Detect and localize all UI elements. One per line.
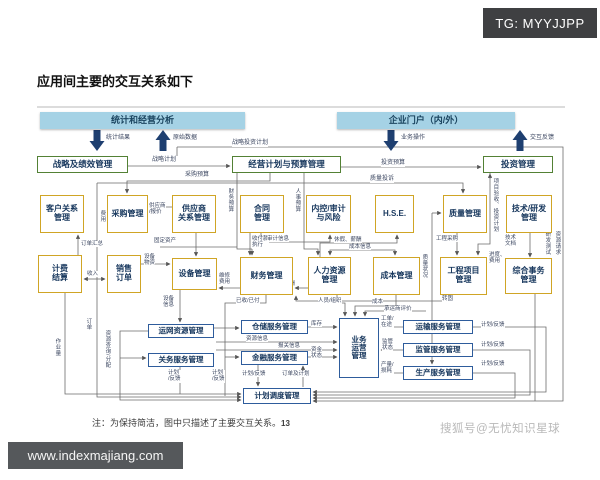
edge-label: 库存 bbox=[311, 321, 323, 328]
stats-result-down-arrow bbox=[89, 130, 105, 151]
node-procurement: 采购管理 bbox=[107, 195, 148, 233]
edge-label: 战略投资计划 bbox=[232, 140, 269, 147]
edge-label: 计划 /反馈 bbox=[212, 370, 225, 383]
feedback-up-arrow bbox=[512, 130, 528, 151]
node-strategy-performance: 战略及绩效管理 bbox=[37, 156, 128, 173]
edge-label: 研发测试 bbox=[544, 231, 551, 255]
edge-label: 审计信息 bbox=[267, 236, 290, 243]
edge-label: 计划/反馈 bbox=[481, 342, 505, 349]
tg-watermark-badge: TG: MYYJJPP bbox=[483, 8, 597, 38]
node-general-affairs: 综合事务 管理 bbox=[505, 258, 552, 294]
edge-label: 休假、薪酬 bbox=[334, 237, 362, 244]
title-divider bbox=[37, 106, 565, 108]
edge-label: 订单 bbox=[85, 318, 92, 330]
node-engineering-project: 工程项目 管理 bbox=[440, 257, 487, 295]
edge-label: 成本信息 bbox=[349, 244, 372, 251]
edge-label: 技术 文档 bbox=[505, 235, 517, 248]
edge-label: 监管 状态 bbox=[382, 339, 394, 352]
edge-label: 采购预算 bbox=[185, 172, 210, 179]
edge-label: 投资预算 bbox=[381, 160, 406, 167]
node-business-plan-budget: 经营计划与预算管理 bbox=[232, 156, 341, 173]
node-equipment: 设备管理 bbox=[172, 258, 217, 290]
node-supervision-services: 监管服务管理 bbox=[403, 343, 473, 357]
edge-label: 计划/反馈 bbox=[481, 361, 505, 368]
node-tech-rd: 技术/研发 管理 bbox=[506, 195, 552, 233]
node-transport-services: 运输服务管理 bbox=[403, 320, 473, 334]
node-production-services: 生产服务管理 bbox=[403, 366, 473, 380]
edge-label: 资金 状态 bbox=[311, 347, 323, 360]
edge-label: 设备 信息 bbox=[163, 296, 175, 309]
edge-label: 质量状况 bbox=[421, 254, 428, 278]
node-stats-analysis: 统计和经营分析 bbox=[40, 112, 245, 129]
page-title: 应用间主要的交互关系如下 bbox=[37, 74, 194, 89]
node-sales-order: 销售 订单 bbox=[107, 255, 141, 293]
edge-label: 计划/反馈 bbox=[242, 371, 266, 378]
edge-label: 已收/已付 bbox=[236, 298, 260, 305]
url-watermark-badge: www.indexmajiang.com bbox=[8, 442, 183, 469]
edge-label: 收入 bbox=[87, 271, 99, 278]
node-contract: 合同 管理 bbox=[240, 195, 284, 233]
node-warehouse: 仓储服务管理 bbox=[241, 320, 308, 334]
edge-label: 计划 /反馈 bbox=[168, 370, 181, 383]
sohu-watermark: 搜狐号@无忧知识星球 bbox=[440, 423, 561, 435]
edge-label: 统计结果 bbox=[106, 135, 131, 142]
edge-label: 转固 bbox=[442, 296, 454, 303]
edge-label: 维修 费用 bbox=[219, 273, 231, 286]
node-cost: 成本管理 bbox=[373, 257, 420, 295]
edge-label: 工程采购 bbox=[436, 236, 459, 243]
edge-label: 交互反馈 bbox=[530, 135, 555, 142]
edge-label: 订单汇总 bbox=[81, 241, 104, 248]
edge-label: 承运商评价 bbox=[384, 306, 412, 313]
edge-label: 财务预算 bbox=[227, 188, 234, 212]
edge-label: 资源信息 bbox=[246, 336, 269, 343]
flow-arrows bbox=[89, 130, 528, 151]
node-audit-risk: 内控/审计 与风险 bbox=[306, 195, 351, 233]
edge-label: 订单及计划 bbox=[282, 371, 310, 378]
raw-data-up-arrow bbox=[155, 130, 171, 151]
edge-label: 战略计划 bbox=[152, 157, 177, 164]
edge-label: 计划/反馈 bbox=[481, 322, 505, 329]
node-transport-network: 运网资源管理 bbox=[148, 324, 214, 338]
node-finance: 财务管理 bbox=[240, 257, 293, 295]
node-quality: 质量管理 bbox=[443, 195, 487, 233]
node-billing: 计费 结算 bbox=[38, 255, 82, 293]
page-number: 13 bbox=[281, 419, 290, 428]
edge-label: 报关信息 bbox=[278, 343, 301, 350]
edge-label: 人事预算 bbox=[294, 188, 301, 212]
edge-label: 资源查询/分配 bbox=[104, 330, 111, 369]
edge-label: 项目验收、投资计划 bbox=[492, 178, 499, 232]
business-op-down-arrow bbox=[383, 130, 399, 151]
edge-label: 资源请求 bbox=[554, 231, 561, 255]
node-supplier-rm: 供应商 关系管理 bbox=[172, 195, 216, 233]
node-customs: 关务服务管理 bbox=[148, 353, 214, 367]
edge-label: 费用 bbox=[99, 210, 106, 222]
edge-label: 进度、 费用 bbox=[489, 252, 506, 265]
node-hr: 人力资源 管理 bbox=[308, 257, 351, 295]
node-hse: H.S.E. bbox=[375, 195, 414, 233]
edge-label: 固定资产 bbox=[154, 238, 177, 245]
edge-label: 作业量 bbox=[54, 338, 61, 356]
node-crm: 客户关系 管理 bbox=[40, 195, 84, 233]
edge-label: 人员/组织 bbox=[318, 298, 342, 305]
edge-label: 质量投诉 bbox=[370, 176, 395, 183]
edge-label: 成本 bbox=[372, 299, 384, 306]
footnote-text: 注：为保持简洁，图中只描述了主要交互关系。 bbox=[92, 418, 282, 428]
footnote: 注：为保持简洁，图中只描述了主要交互关系。13 bbox=[92, 416, 290, 429]
node-plan-dispatch: 计划调度管理 bbox=[243, 388, 311, 404]
edge-label: 原始数据 bbox=[173, 135, 198, 142]
node-financial-services: 金融服务管理 bbox=[241, 351, 308, 365]
node-investment: 投资管理 bbox=[483, 156, 553, 173]
node-business-operations: 业务 运营 管理 bbox=[339, 318, 379, 378]
edge-label: 收付款 执行 bbox=[252, 236, 269, 249]
node-enterprise-portal: 企业门户（内/外） bbox=[337, 112, 515, 129]
edge-label: 业务操作 bbox=[401, 135, 426, 142]
edge-label: 设备 物资 bbox=[144, 254, 156, 267]
